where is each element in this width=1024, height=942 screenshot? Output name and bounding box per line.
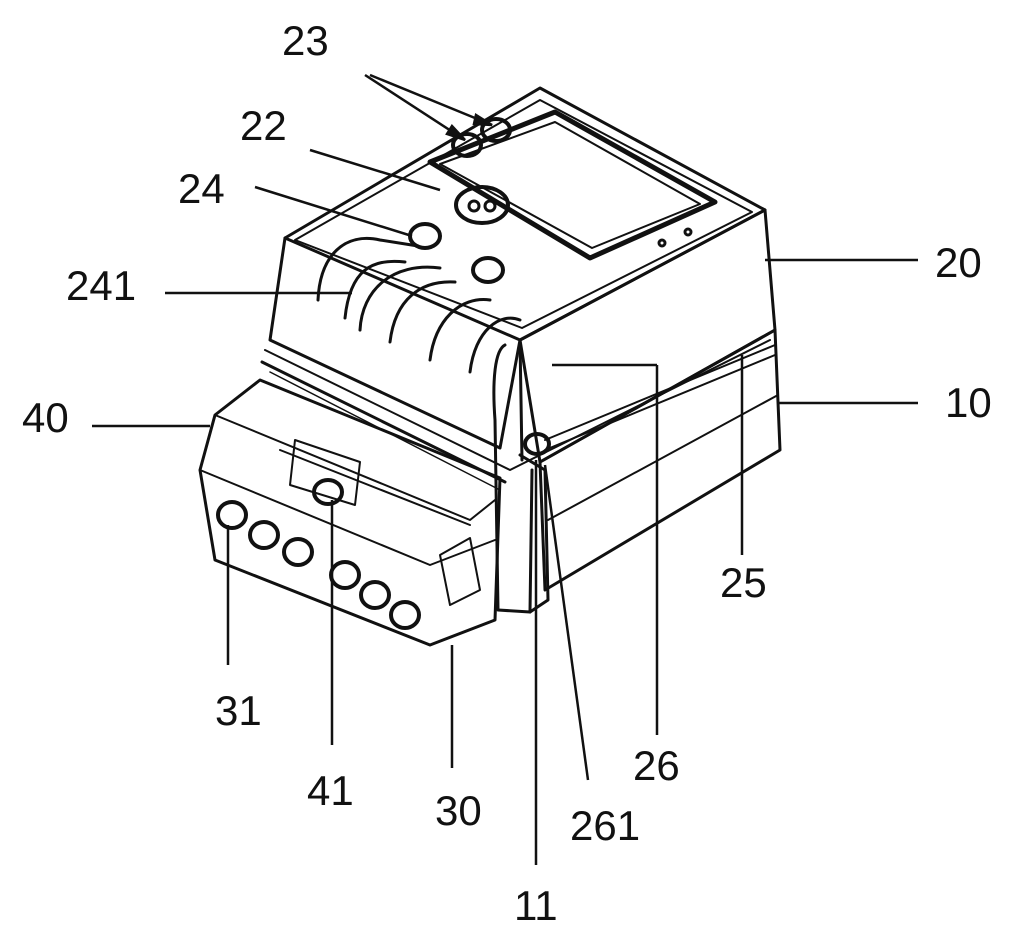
- base-housing: [538, 328, 782, 592]
- leader-23a: [364, 73, 466, 142]
- arrowhead-23b: [472, 113, 493, 127]
- terminal-block: [198, 378, 502, 647]
- label-261: 261: [570, 802, 640, 849]
- label-30: 30: [435, 787, 482, 834]
- leader-261: [543, 464, 590, 781]
- label-23: 23: [282, 17, 329, 64]
- label-40: 40: [22, 394, 69, 441]
- label-26: 26: [633, 742, 680, 789]
- label-241: 241: [66, 262, 136, 309]
- terminal-holes: [216, 500, 421, 630]
- label-41: 41: [307, 767, 354, 814]
- label-20: 20: [935, 239, 982, 286]
- leader-24: [254, 185, 413, 238]
- label-24: 24: [178, 165, 225, 212]
- top-buttons: [451, 117, 693, 248]
- leader-lines: [92, 73, 918, 865]
- leader-23b: [369, 73, 493, 127]
- cover-right-face: [518, 208, 777, 464]
- cover-top-face: [283, 86, 767, 342]
- label-22: 22: [240, 102, 287, 149]
- label-11: 11: [514, 882, 558, 929]
- label-10: 10: [945, 379, 992, 426]
- seal-latch: [492, 343, 551, 614]
- label-25: 25: [720, 559, 767, 606]
- label-31: 31: [215, 687, 262, 734]
- reference-numerals: 23 22 24 241 20 40 10 25 31 41 30 26 261…: [22, 17, 992, 929]
- terminal-cover-screws: [316, 222, 522, 374]
- cover-front-face: [268, 236, 522, 450]
- leader-22: [309, 148, 441, 192]
- arrowhead-23a: [445, 123, 466, 142]
